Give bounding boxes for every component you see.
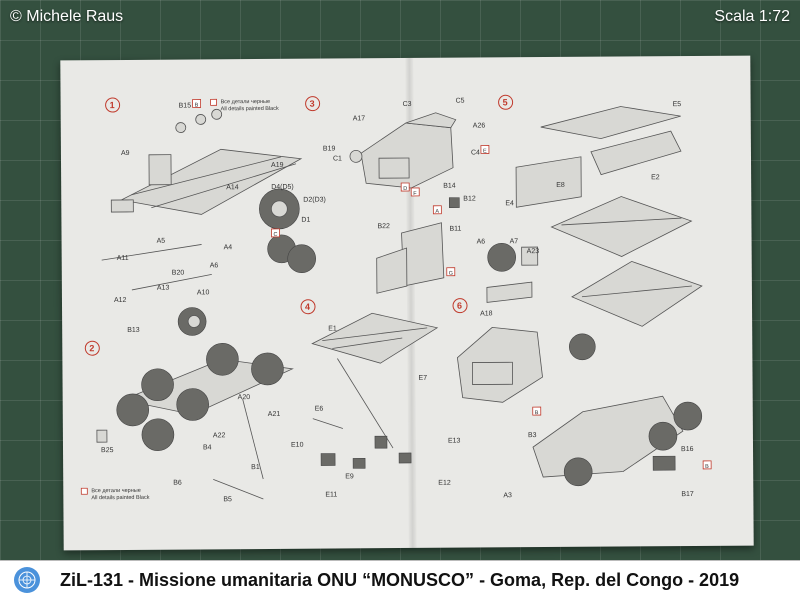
photo-caption: ZiL-131 - Missione umanitaria ONU “MONUS… [60,570,740,590]
un-emblem-icon [14,567,40,593]
part-label: B11 [449,226,461,233]
step-marker-1 [105,97,121,113]
step5-panels-drawing [515,106,703,327]
part-label: A22 [213,432,226,439]
step-number-6: 6 [457,301,462,311]
part-label: C4 [471,149,480,156]
part-label: A18 [480,310,493,317]
marker-letter: E [483,148,487,154]
part-label: D1 [301,217,310,224]
assembly-illustrations: 1 2 3 4 5 6 Все детали черные All detail… [80,94,712,504]
step-number-2: 2 [89,343,94,353]
part-label: E11 [325,491,337,498]
marker-letter: A [435,209,439,215]
step4-bed-drawing [311,312,439,469]
part-label: A14 [226,184,239,191]
note-en-bottom: All details painted Black [91,495,149,501]
part-label: E10 [291,442,304,449]
part-label: A11 [117,255,129,262]
part-label: A9 [121,150,130,157]
part-label: A12 [114,297,127,304]
part-label: A17 [353,115,366,122]
part-label: A5 [157,238,166,245]
part-label: B22 [377,223,390,230]
part-label: A23 [527,248,540,255]
part-label: A26 [473,122,486,129]
step-marker-3 [305,96,321,112]
marker-letter: F [413,191,417,197]
part-label: B3 [528,432,537,439]
part-label: B13 [127,327,140,334]
marker-letter: C [274,232,278,238]
part-label: E1 [328,325,337,332]
part-label: B15 [179,103,192,110]
note-ru-bottom: Все детали черные [91,488,140,494]
part-label: C1 [333,155,342,162]
part-label: B4 [203,444,212,451]
part-label: E4 [505,200,514,207]
note-en-top: All details painted Black [221,106,279,112]
part-label: E8 [556,182,565,189]
part-label: A6 [210,262,219,269]
part-label: B17 [681,491,694,498]
marker-letter: D [403,186,407,192]
part-label: B12 [463,196,476,203]
note-marker-bottom [80,487,88,495]
part-label: A10 [197,289,210,296]
part-label: E5 [673,101,682,108]
marker-letter: B [535,410,539,416]
step-marker-6 [452,298,468,314]
step3-cab-drawing [349,112,460,294]
copyright-text: © Michele Raus [10,8,124,25]
part-label: E13 [448,438,461,445]
step1-chassis-drawing [101,108,316,336]
part-label: A3 [503,492,512,499]
caption-bar: ZiL-131 - Missione umanitaria ONU “MONUS… [0,560,800,601]
part-label: B14 [443,183,456,190]
part-label: E6 [315,406,324,413]
part-label: A6 [477,238,486,245]
part-label: C5 [456,98,465,105]
part-label: E7 [419,375,428,382]
part-label: A13 [157,285,170,292]
step-number-4: 4 [305,302,310,312]
part-label: C3 [403,101,412,108]
part-label: B1 [251,464,260,471]
marker-letter: B [705,464,709,470]
part-label: B19 [323,145,336,152]
step-number-3: 3 [310,99,315,109]
part-label: B20 [172,270,185,277]
part-label: A19 [271,162,284,169]
step-marker-5 [498,94,514,110]
step2-wheels-drawing [96,342,294,500]
part-label: B5 [223,496,232,503]
part-label: A4 [224,244,233,251]
step-marker-2 [84,340,100,356]
part-label: A20 [238,394,251,401]
marker-letter: B [195,102,199,108]
part-label: D4(D5) [271,184,294,191]
part-label: D2(D3) [303,197,326,204]
part-labels: B15 A9 A19 A14 A5 A11 A12 A13 B13 A10 B2… [101,98,694,504]
part-label: E9 [345,473,354,480]
step-number-5: 5 [503,97,508,107]
part-label: B6 [173,480,182,487]
part-label: B16 [681,446,694,453]
part-label: E2 [651,174,660,181]
step6-assembly-drawing [456,243,703,487]
note-marker-top [210,98,218,106]
part-label: A21 [268,411,281,418]
scale-text: Scala 1:72 [714,8,790,25]
step-number-1: 1 [110,100,115,110]
letter-markers: B C A E D F G B B [192,99,712,470]
part-label: E12 [438,480,451,487]
note-ru-top: Все детали черные [221,99,270,105]
part-label: A7 [510,238,519,245]
marker-letter: G [449,271,453,277]
step-marker-4 [300,299,316,315]
part-label: B25 [101,447,114,454]
instruction-sheet: 1 2 3 4 5 6 Все детали черные All detail… [60,55,754,551]
